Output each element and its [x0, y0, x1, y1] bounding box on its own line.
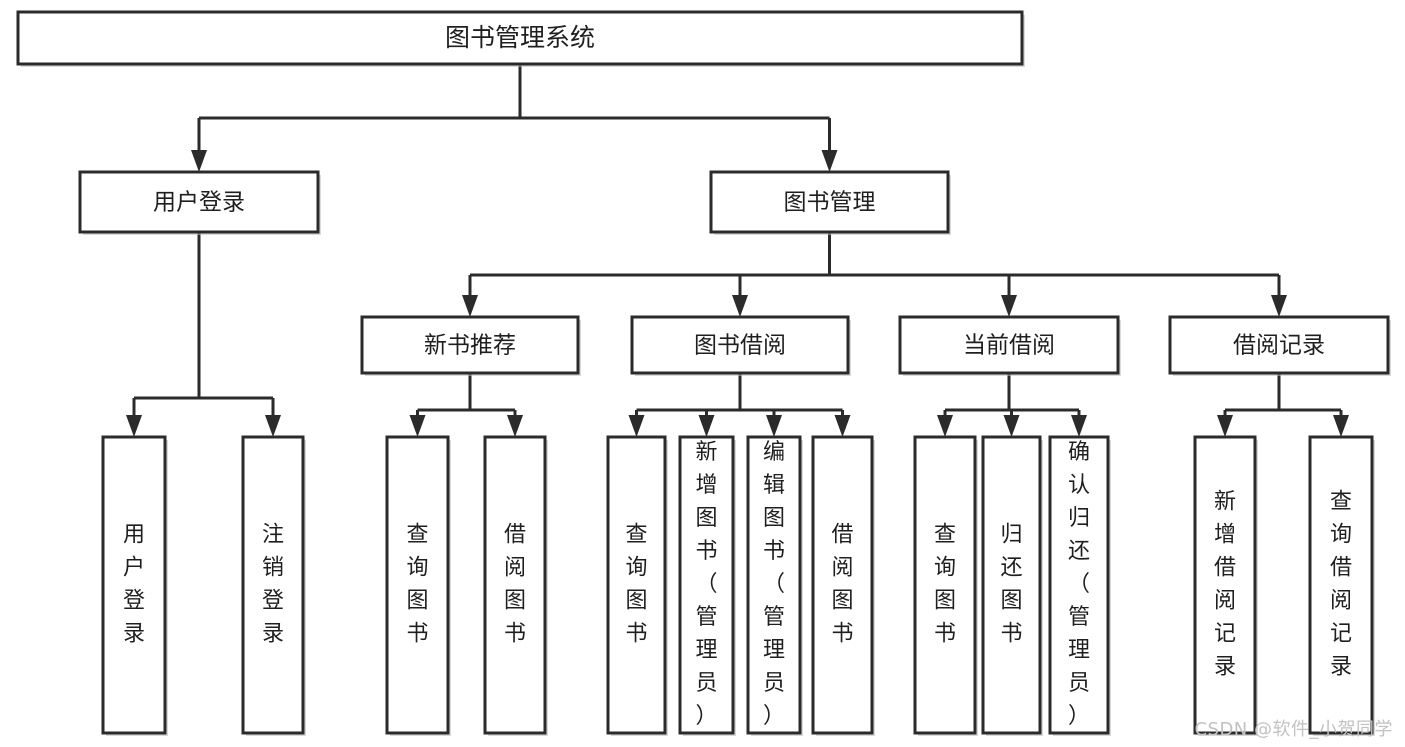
node-l-qbook3[interactable]: 查询图书 [913, 435, 978, 736]
node-rect[interactable] [913, 435, 977, 735]
arrow-head-icon [834, 415, 851, 437]
connector-group-bookmgmt [462, 232, 1287, 317]
node-l-editbook[interactable]: 编辑图书（管理员） [746, 435, 803, 736]
arrow-head-icon [409, 415, 426, 437]
arrow-head-icon [1271, 295, 1287, 317]
arrow-head-icon [821, 150, 838, 172]
node-rect[interactable] [385, 435, 450, 735]
node-rect[interactable] [1193, 435, 1257, 735]
node-rect[interactable] [1168, 315, 1390, 375]
node-bookmgmt[interactable]: 图书管理 [709, 170, 951, 235]
node-label: 编辑图书（管理员） [763, 440, 785, 729]
node-rect[interactable] [746, 435, 802, 735]
arrow-head-icon [462, 295, 478, 317]
connector-group-current [937, 373, 1087, 437]
node-current[interactable]: 当前借阅 [898, 315, 1121, 376]
node-rect[interactable] [483, 435, 547, 735]
arrow-head-icon [126, 415, 142, 437]
node-rect[interactable] [78, 170, 320, 234]
node-l-qbook1[interactable]: 查询图书 [385, 435, 451, 736]
node-root[interactable]: 图书管理系统 [16, 10, 1025, 67]
node-rect[interactable] [1048, 435, 1110, 735]
node-l-login[interactable]: 用户登录 [101, 435, 168, 736]
node-label: 借阅图书 [831, 523, 853, 647]
node-login[interactable]: 用户登录 [78, 170, 321, 235]
node-rect[interactable] [709, 170, 950, 234]
node-label: 新书推荐 [424, 333, 516, 359]
arrow-head-icon [732, 295, 748, 317]
node-l-addrec[interactable]: 新增借阅记录 [1193, 435, 1258, 736]
node-label: 确认归还（管理员） [1068, 440, 1090, 729]
arrow-head-icon [191, 150, 207, 172]
node-label: 查询图书 [625, 523, 647, 647]
arrow-head-icon [507, 415, 523, 437]
node-label: 借阅记录 [1233, 333, 1325, 359]
node-rect[interactable] [101, 435, 167, 735]
node-rect[interactable] [606, 435, 667, 735]
connector-group-root [191, 64, 838, 172]
connector-group-records [1217, 373, 1349, 437]
node-records[interactable]: 借阅记录 [1168, 315, 1391, 376]
node-rect[interactable] [811, 435, 874, 735]
node-l-qbook2[interactable]: 查询图书 [606, 435, 668, 736]
node-l-addbook[interactable]: 新增图书（管理员） [678, 435, 736, 736]
node-l-logout[interactable]: 注销登录 [241, 435, 306, 736]
node-label: 查询借阅记录 [1330, 490, 1352, 680]
node-label: 当前借阅 [963, 333, 1055, 359]
node-l-bbook2[interactable]: 借阅图书 [811, 435, 875, 736]
node-borrow[interactable]: 图书借阅 [630, 315, 851, 376]
arrow-head-icon [628, 415, 645, 437]
arrow-head-icon [698, 415, 715, 437]
arrow-head-icon [265, 415, 281, 437]
node-label: 图书借阅 [694, 333, 786, 359]
node-label: 新增借阅记录 [1214, 490, 1236, 680]
node-label: 新增图书（管理员） [695, 440, 717, 729]
watermark-text: CSDN @软件_小贺同学 [1194, 719, 1393, 740]
node-l-return[interactable]: 归还图书 [981, 435, 1043, 736]
node-label: 用户登录 [123, 523, 145, 647]
node-rect[interactable] [16, 10, 1024, 66]
node-rect[interactable] [678, 435, 735, 735]
node-label: 图书管理系统 [445, 23, 595, 52]
node-l-bbook1[interactable]: 借阅图书 [483, 435, 548, 736]
node-rect[interactable] [898, 315, 1120, 375]
node-label: 查询图书 [406, 523, 428, 647]
edge-layer [126, 64, 1349, 437]
connector-group-login [126, 232, 281, 437]
node-newbook[interactable]: 新书推荐 [360, 315, 581, 376]
node-rect[interactable] [1308, 435, 1374, 735]
connector-group-newbook [409, 373, 523, 437]
node-rect[interactable] [630, 315, 850, 375]
node-label: 注销登录 [262, 523, 284, 647]
node-rect[interactable] [241, 435, 305, 735]
arrow-head-icon [1001, 295, 1017, 317]
arrow-head-icon [937, 415, 953, 437]
node-label: 查询图书 [934, 523, 956, 647]
node-l-qrec[interactable]: 查询借阅记录 [1308, 435, 1375, 736]
arrow-head-icon [1003, 415, 1020, 437]
arrow-head-icon [766, 415, 782, 437]
arrow-head-icon [1333, 415, 1349, 437]
node-label: 借阅图书 [504, 523, 526, 647]
node-label: 归还图书 [1000, 523, 1022, 647]
node-rect[interactable] [981, 435, 1042, 735]
node-rect[interactable] [360, 315, 580, 375]
node-label: 图书管理 [784, 190, 876, 216]
node-layer: 图书管理系统用户登录图书管理新书推荐图书借阅当前借阅借阅记录用户登录注销登录查询… [16, 10, 1391, 736]
node-label: 用户登录 [153, 190, 245, 216]
connector-group-borrow [628, 373, 851, 437]
node-l-confirm[interactable]: 确认归还（管理员） [1048, 435, 1111, 736]
arrow-head-icon [1071, 415, 1087, 437]
arrow-head-icon [1217, 415, 1233, 437]
